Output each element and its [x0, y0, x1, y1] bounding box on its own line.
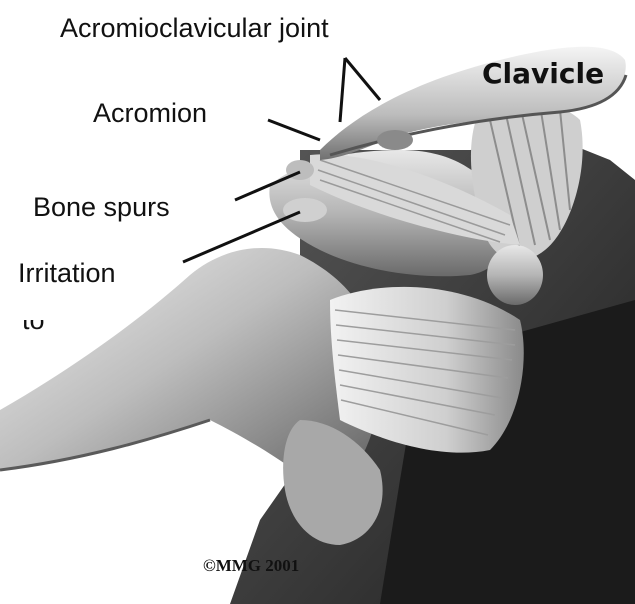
- leader-ac-joint-1: [340, 58, 345, 122]
- label-irritation: Irritation: [18, 260, 116, 287]
- label-acromioclavicular-joint: Acromioclavicular joint: [60, 15, 329, 42]
- leader-acromion: [268, 120, 320, 140]
- label-bone-spurs: Bone spurs: [33, 194, 170, 221]
- label-clavicle: Clavicle: [482, 60, 604, 88]
- label-acromion: Acromion: [93, 100, 207, 127]
- label-cut-off-text: to: [22, 320, 82, 338]
- bone-spur-2: [283, 198, 327, 222]
- copyright-text: ©MMG 2001: [203, 557, 299, 574]
- ac-joint-nub: [377, 130, 413, 150]
- coracoid-process: [487, 245, 543, 305]
- rotator-cuff-tendon: [330, 287, 524, 453]
- leader-ac-joint-2: [345, 58, 380, 100]
